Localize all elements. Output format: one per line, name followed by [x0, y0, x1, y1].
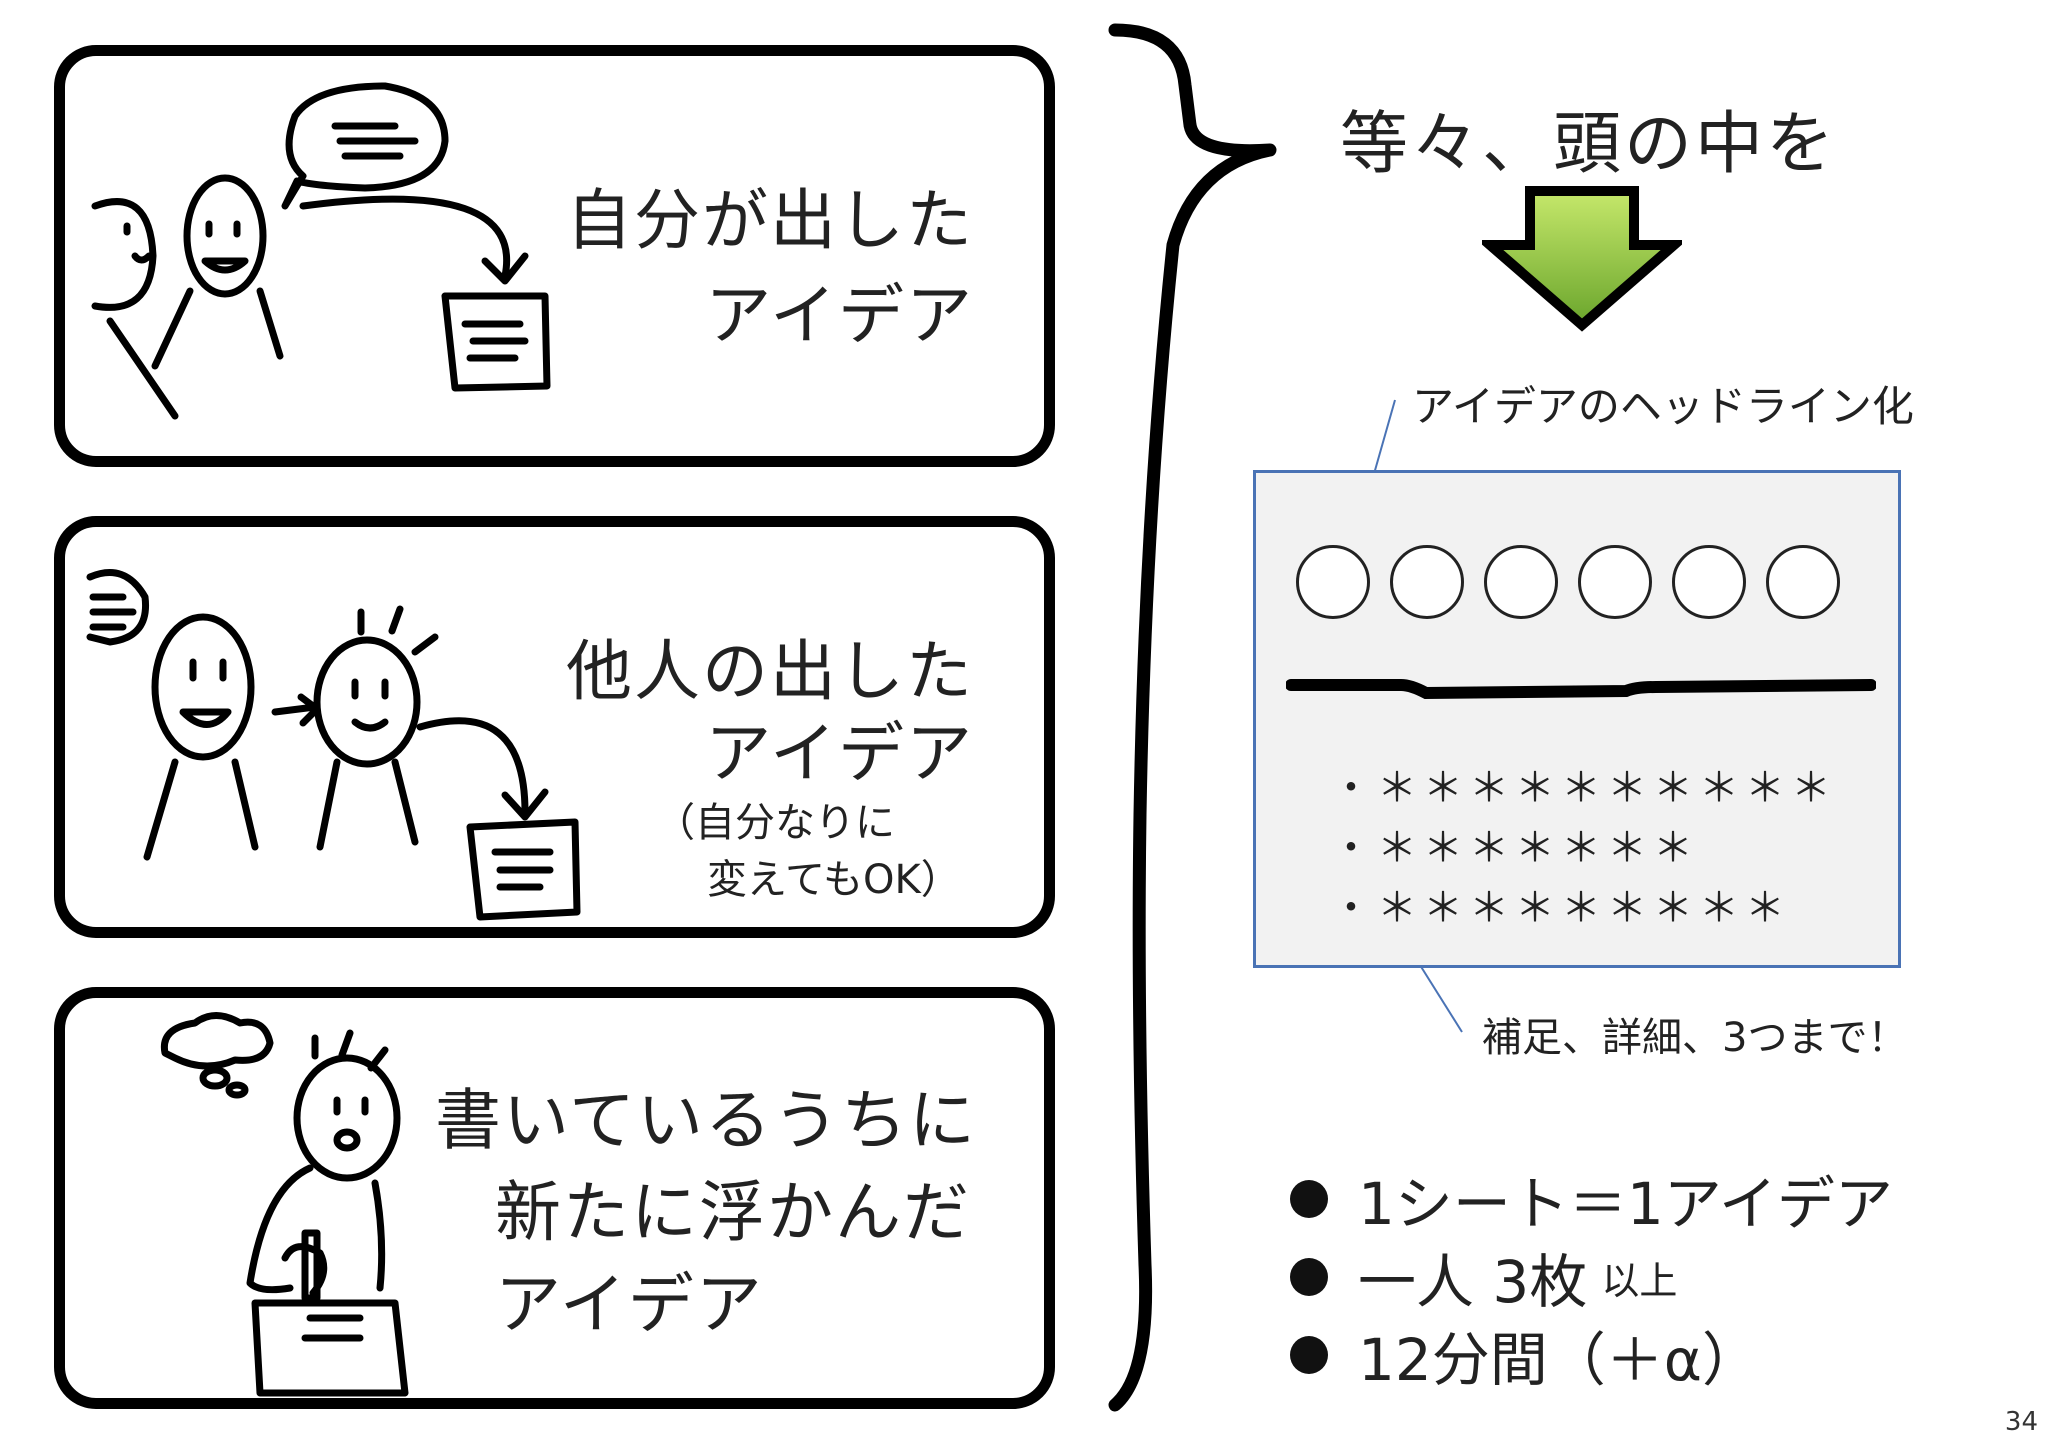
- drawing-person-thinking: [160, 1012, 409, 1397]
- headline-circle: [1390, 545, 1464, 619]
- headline-label: アイデアのヘッドライン化: [1412, 382, 1914, 431]
- panel-title-line: 他人の出した: [566, 633, 974, 710]
- rule-suffix: 以上: [1601, 1258, 1678, 1303]
- detail-bullet: ・＊＊＊＊＊＊＊＊＊: [1331, 885, 1791, 931]
- panel-title-line: アイデア: [705, 277, 974, 354]
- drawing-people-writing: [91, 82, 551, 420]
- panel-note-line: （自分なりに: [655, 800, 895, 846]
- rule-item: 一人 3枚 以上: [1290, 1238, 1893, 1316]
- panel-title-line: 書いているうちに: [435, 1082, 978, 1159]
- rule-text: 12分間（＋α）: [1358, 1326, 1761, 1394]
- panel-new-idea: 書いているうちに 新たに浮かんだ アイデア: [54, 987, 1055, 1409]
- heading-text: 等々、頭の中を: [1340, 105, 1838, 184]
- detail-bullet: ・＊＊＊＊＊＊＊: [1331, 825, 1699, 871]
- headline-underline: [1286, 679, 1876, 700]
- panel-own-idea: 自分が出した アイデア: [54, 45, 1055, 467]
- headline-circle: [1766, 545, 1840, 619]
- panel-title-line: アイデア: [495, 1266, 764, 1343]
- panel-title-line: アイデア: [705, 715, 974, 792]
- down-arrow-icon: [1482, 186, 1682, 332]
- panel-title-line: 新たに浮かんだ: [495, 1174, 971, 1251]
- detail-bullet: ・＊＊＊＊＊＊＊＊＊＊: [1331, 765, 1837, 811]
- panel-note-line: 変えてもOK）: [707, 857, 961, 903]
- rule-text: 1シート＝1アイデア: [1358, 1170, 1893, 1238]
- page-number: 34: [2004, 1407, 2038, 1437]
- supplement-label: 補足、詳細、3つまで！: [1482, 1015, 1908, 1061]
- panel-others-idea: 他人の出した アイデア （自分なりに 変えてもOK）: [54, 516, 1055, 938]
- headline-circles: [1296, 545, 1840, 619]
- bullet-dot-icon: [1290, 1258, 1328, 1296]
- drawing-idea-passing: [86, 569, 581, 921]
- rule-text: 一人 3枚: [1358, 1248, 1588, 1316]
- headline-circle: [1672, 545, 1746, 619]
- panel-title-line: 自分が出した: [566, 182, 974, 259]
- curly-brace: [1108, 23, 1277, 1412]
- rule-item: 12分間（＋α）: [1290, 1316, 1893, 1394]
- rule-item: 1シート＝1アイデア: [1290, 1160, 1893, 1238]
- headline-circle: [1484, 545, 1558, 619]
- bullet-dot-icon: [1290, 1180, 1328, 1218]
- headline-circle: [1296, 545, 1370, 619]
- idea-sheet-example: ・＊＊＊＊＊＊＊＊＊＊ ・＊＊＊＊＊＊＊ ・＊＊＊＊＊＊＊＊＊: [1253, 470, 1901, 968]
- headline-circle: [1578, 545, 1652, 619]
- bullet-dot-icon: [1290, 1336, 1328, 1374]
- rules-list: 1シート＝1アイデア 一人 3枚 以上 12分間（＋α）: [1290, 1160, 1893, 1394]
